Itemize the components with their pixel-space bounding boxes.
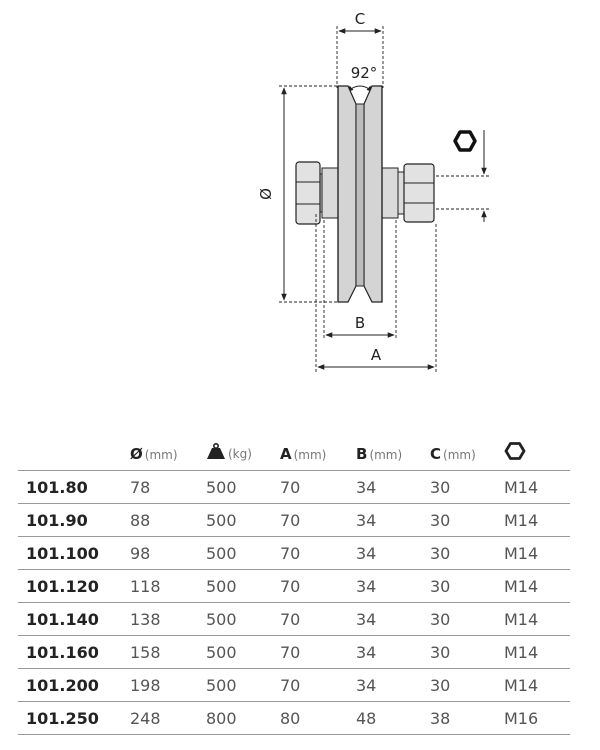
header-load: (kg) [206, 436, 280, 471]
cell-thread: M14 [504, 470, 570, 504]
cell-a: 70 [280, 470, 356, 504]
cell-load: 500 [206, 470, 280, 504]
thread-dimension [436, 130, 490, 222]
cell-b: 34 [356, 602, 430, 636]
cell-code: 101.80 [18, 470, 130, 504]
cell-code: 101.90 [18, 503, 130, 537]
cell-code: 101.250 [18, 701, 130, 735]
cell-c: 30 [430, 668, 504, 702]
table-header-row: Ø(mm) (kg) A(mm) B(mm) C(mm) [18, 436, 570, 471]
cell-a: 70 [280, 635, 356, 669]
cell-thread: M14 [504, 668, 570, 702]
cell-a: 70 [280, 668, 356, 702]
header-thread [504, 436, 570, 471]
cell-code: 101.100 [18, 536, 130, 570]
cell-b: 34 [356, 470, 430, 504]
cell-c: 30 [430, 536, 504, 570]
cell-b: 34 [356, 536, 430, 570]
cell-diameter: 98 [130, 536, 206, 570]
cell-c: 30 [430, 602, 504, 636]
weight-icon [206, 442, 226, 464]
dimension-diameter-label: Ø [257, 188, 275, 200]
header-b: B(mm) [356, 444, 403, 463]
cell-a: 80 [280, 701, 356, 735]
right-bearing-collar [379, 167, 399, 219]
cell-b: 48 [356, 701, 430, 735]
cell-c: 30 [430, 635, 504, 669]
dimension-b: B [323, 220, 397, 340]
left-nut [295, 161, 321, 225]
cell-c: 30 [430, 503, 504, 537]
cell-diameter: 198 [130, 668, 206, 702]
cell-a: 70 [280, 503, 356, 537]
cell-thread: M14 [504, 503, 570, 537]
cell-b: 34 [356, 569, 430, 603]
header-diameter: Ø(mm) [130, 444, 178, 463]
cell-load: 500 [206, 668, 280, 702]
cell-b: 34 [356, 635, 430, 669]
cell-load: 500 [206, 536, 280, 570]
header-c: C(mm) [430, 444, 476, 463]
cell-load: 500 [206, 503, 280, 537]
cell-b: 34 [356, 503, 430, 537]
dimension-a-label: A [371, 346, 382, 364]
cell-load: 500 [206, 602, 280, 636]
cell-diameter: 78 [130, 470, 206, 504]
cell-diameter: 88 [130, 503, 206, 537]
cell-code: 101.140 [18, 602, 130, 636]
cell-c: 30 [430, 470, 504, 504]
cell-diameter: 158 [130, 635, 206, 669]
dimension-diameter: Ø [257, 85, 345, 303]
cell-c: 30 [430, 569, 504, 603]
cell-thread: M16 [504, 701, 570, 735]
hex-nut-icon [453, 130, 477, 152]
groove-angle-label: 92° [351, 64, 378, 82]
left-bearing-collar [321, 167, 341, 219]
cell-a: 70 [280, 602, 356, 636]
cell-code: 101.200 [18, 668, 130, 702]
wheel-technical-drawing: C 92° Ø [257, 10, 490, 372]
right-nut [403, 163, 435, 223]
cell-c: 38 [430, 701, 504, 735]
cell-thread: M14 [504, 536, 570, 570]
dimension-a: A [315, 214, 437, 372]
hex-nut-icon [504, 441, 526, 465]
header-code [18, 436, 130, 471]
dimension-c-label: C [355, 10, 365, 28]
dimension-b-label: B [355, 314, 365, 332]
cell-code: 101.120 [18, 569, 130, 603]
cell-diameter: 118 [130, 569, 206, 603]
header-a: A(mm) [280, 444, 327, 463]
cell-thread: M14 [504, 602, 570, 636]
grooved-wheel [337, 85, 383, 303]
cell-thread: M14 [504, 569, 570, 603]
right-washer [397, 171, 405, 215]
cell-diameter: 248 [130, 701, 206, 735]
cell-load: 500 [206, 569, 280, 603]
cell-b: 34 [356, 668, 430, 702]
dimension-c: C [336, 10, 384, 88]
cell-code: 101.160 [18, 635, 130, 669]
cell-load: 800 [206, 701, 280, 735]
cell-a: 70 [280, 536, 356, 570]
cell-load: 500 [206, 635, 280, 669]
cell-diameter: 138 [130, 602, 206, 636]
cell-thread: M14 [504, 635, 570, 669]
cell-a: 70 [280, 569, 356, 603]
